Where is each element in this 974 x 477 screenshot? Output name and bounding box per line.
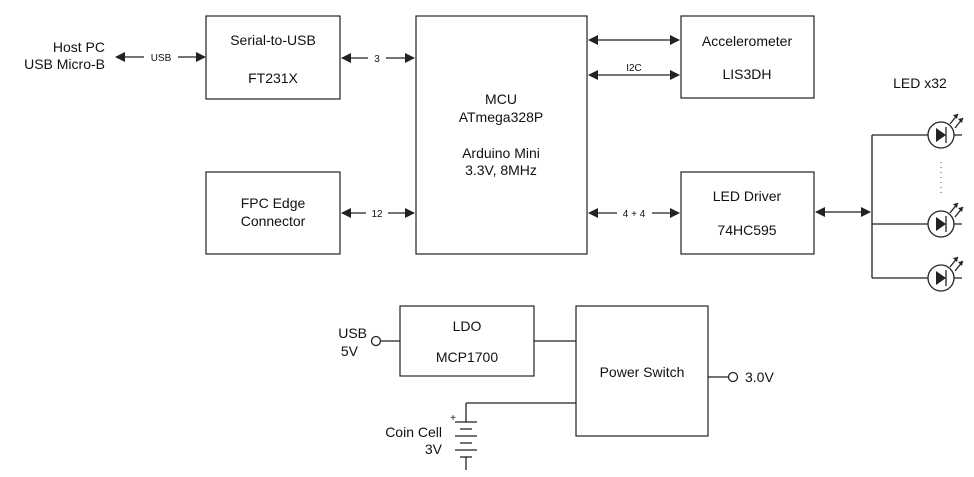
led-driver-title: LED Driver bbox=[713, 188, 782, 204]
usb-bus-label: USB bbox=[151, 53, 172, 64]
coin-cell: Coin Cell 3V + bbox=[385, 402, 576, 470]
accelerometer-title: Accelerometer bbox=[702, 33, 793, 49]
mcu-title: MCU bbox=[485, 91, 517, 107]
led-2-icon bbox=[927, 202, 964, 238]
ldo-part: MCP1700 bbox=[436, 349, 498, 365]
serial-to-usb-block: Serial-to-USB FT231X bbox=[205, 15, 341, 100]
mcu-led-link: 4 + 4 bbox=[588, 208, 680, 220]
power-switch-box bbox=[575, 305, 709, 437]
output-terminal-icon bbox=[727, 371, 739, 383]
ldo-block: LDO MCP1700 bbox=[399, 305, 535, 377]
fpc-mcu-link: 12 bbox=[341, 208, 415, 220]
mcu-part: ATmega328P bbox=[459, 109, 544, 125]
led-3-icon bbox=[927, 256, 964, 292]
led-driver-part: 74HC595 bbox=[717, 222, 776, 238]
power-switch-title: Power Switch bbox=[600, 364, 685, 380]
fpc-connector-box bbox=[205, 171, 341, 255]
mcu-spec: 3.3V, 8MHz bbox=[465, 162, 537, 178]
usb-5v-input: USB 5V bbox=[338, 325, 400, 359]
usb-in-line1: USB bbox=[338, 325, 367, 341]
fpc-connector-block: FPC Edge Connector bbox=[205, 171, 341, 255]
accelerometer-part: LIS3DH bbox=[722, 66, 771, 82]
battery-icon bbox=[455, 402, 576, 470]
fpc-bus-count: 12 bbox=[371, 209, 383, 220]
accelerometer-box bbox=[680, 15, 815, 99]
host-pc-line2: USB Micro-B bbox=[24, 56, 105, 72]
host-pc-label: Host PC USB Micro-B bbox=[24, 39, 105, 72]
mcu-box bbox=[415, 15, 588, 255]
coin-cell-line2: 3V bbox=[425, 441, 443, 457]
battery-plus-label: + bbox=[450, 413, 456, 424]
output-3v: 3.0V bbox=[708, 369, 774, 385]
led-array-label: LED x32 bbox=[893, 75, 947, 91]
serial-to-usb-box bbox=[205, 15, 341, 100]
accelerometer-block: Accelerometer LIS3DH bbox=[680, 15, 815, 99]
serial-mcu-link: 3 bbox=[341, 53, 415, 65]
usb-in-line2: 5V bbox=[341, 343, 359, 359]
led-driver-array-link bbox=[815, 134, 962, 279]
ldo-title: LDO bbox=[453, 318, 482, 334]
led-bus-count: 4 + 4 bbox=[623, 209, 646, 220]
mcu-block: MCU ATmega328P Arduino Mini 3.3V, 8MHz bbox=[415, 15, 588, 255]
fpc-connector-line1: FPC Edge bbox=[241, 195, 306, 211]
i2c-bus-label: I2C bbox=[626, 63, 642, 74]
output-voltage-label: 3.0V bbox=[745, 369, 774, 385]
host-pc-line1: Host PC bbox=[53, 39, 105, 55]
fpc-connector-line2: Connector bbox=[241, 213, 306, 229]
ldo-box bbox=[399, 305, 535, 377]
led-driver-box bbox=[680, 171, 815, 255]
usb-in-terminal-icon bbox=[370, 335, 382, 347]
i2c-link: I2C bbox=[588, 35, 680, 80]
power-switch-block: Power Switch bbox=[575, 305, 709, 437]
serial-to-usb-title: Serial-to-USB bbox=[230, 32, 316, 48]
usb-link: USB bbox=[115, 52, 206, 64]
coin-cell-line1: Coin Cell bbox=[385, 424, 442, 440]
led-driver-block: LED Driver 74HC595 bbox=[680, 171, 815, 255]
mcu-board: Arduino Mini bbox=[462, 145, 540, 161]
serial-bus-count: 3 bbox=[374, 54, 380, 65]
led-1-icon bbox=[927, 113, 964, 149]
serial-to-usb-part: FT231X bbox=[248, 70, 298, 86]
